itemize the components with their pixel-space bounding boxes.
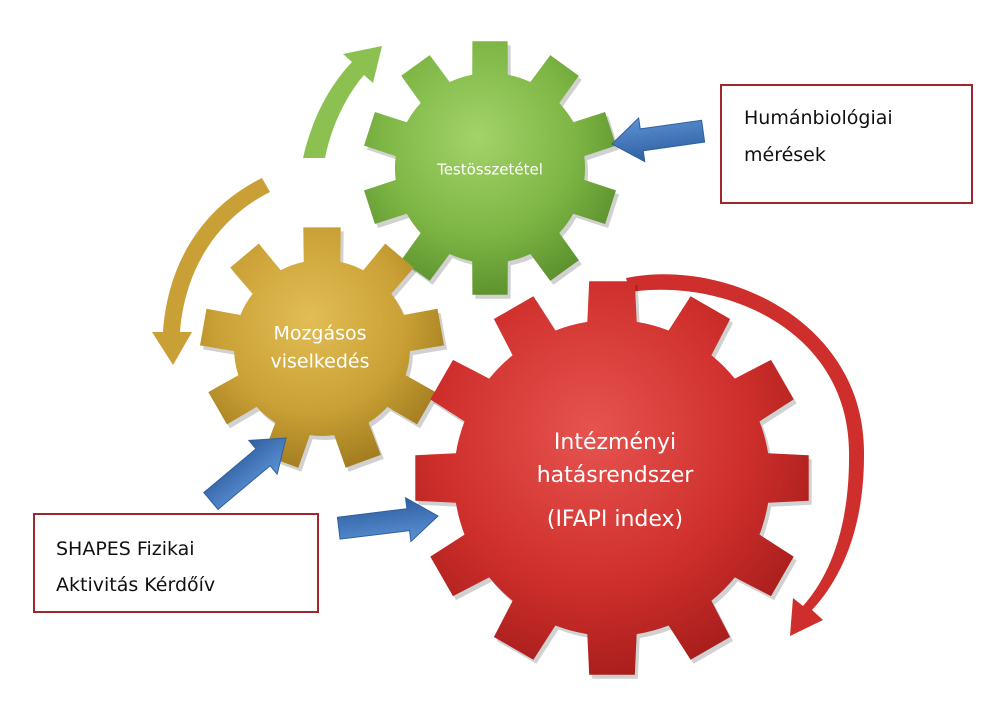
- green-cycle-arrow: [303, 46, 382, 158]
- box-humanbiologiai-meresek: Humánbiológiai mérések: [720, 84, 973, 204]
- gear-red-body: [415, 281, 809, 675]
- blue-arrow-to-green-gear: [611, 116, 706, 163]
- gear-yellow-body: [200, 227, 444, 468]
- gear-label-viselkedes: viselkedés: [270, 351, 369, 373]
- box-shapes-kerdoiv: SHAPES Fizikai Aktivitás Kérdőív: [33, 513, 319, 613]
- yellow-cycle-arrow: [152, 178, 270, 365]
- gear-label-testosszetetel: Testösszetétel: [436, 161, 543, 179]
- gear-intezmenyi-hatasrendszer: [415, 281, 812, 679]
- box-label-shapes: SHAPES Fizikai: [56, 538, 195, 560]
- blue-arrow-to-red-gear: [336, 496, 439, 543]
- gear-label-ifapi-index: (IFAPI index): [547, 507, 683, 532]
- gear-green-body: [364, 41, 616, 295]
- box-label-aktivitas: Aktivitás Kérdőív: [56, 574, 215, 596]
- gear-label-intezmenyi: Intézményi: [554, 430, 676, 455]
- gear-label-mozgasos: Mozgásos: [273, 323, 366, 345]
- gear-testosszetetel: [364, 41, 619, 299]
- gear-mozgasos-viselkedes: [200, 227, 447, 472]
- box-label-humanbiologiai: Humánbiológiai: [744, 107, 893, 129]
- blue-arrow-to-yellow-gear: [203, 437, 287, 511]
- gear-label-hatasrendszer: hatásrendszer: [537, 463, 695, 488]
- box-label-meresek: mérések: [744, 144, 826, 166]
